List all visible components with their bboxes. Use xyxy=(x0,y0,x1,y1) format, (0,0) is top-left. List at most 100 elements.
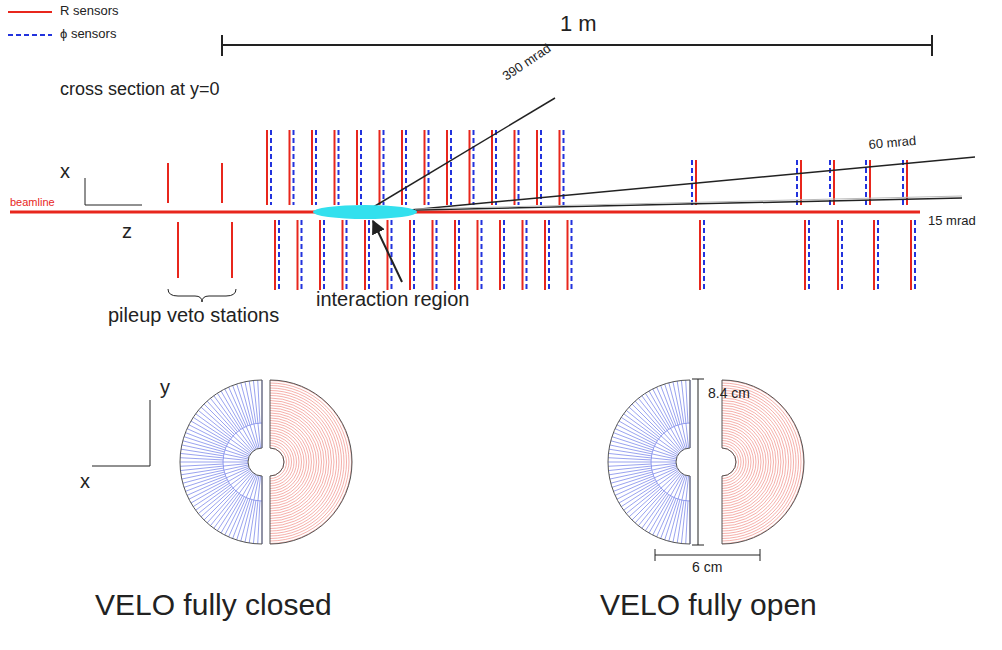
text-label: beamline xyxy=(10,196,55,208)
phi-sensor xyxy=(360,130,362,205)
r-sensor xyxy=(514,130,516,205)
phi-sensor xyxy=(540,130,542,205)
phi-sensor xyxy=(877,220,879,290)
legend-sample xyxy=(8,34,52,36)
interaction-region xyxy=(313,205,417,219)
phi-sensor xyxy=(450,130,452,205)
r-sensor xyxy=(311,130,313,205)
legend-text: R sensors xyxy=(60,4,119,18)
r-sensor xyxy=(567,220,569,290)
phi-sensor xyxy=(703,220,705,290)
phi-sensor xyxy=(481,220,483,290)
r-sensor xyxy=(379,130,381,205)
phi-sensor xyxy=(391,220,393,290)
phi-sensor xyxy=(405,130,407,205)
r-sensor xyxy=(446,130,448,205)
r-sensor xyxy=(800,160,802,205)
r-sensor xyxy=(544,220,546,290)
r-sensor xyxy=(319,220,321,290)
r-sensor-half xyxy=(270,380,352,544)
phi-sensor-half xyxy=(608,380,690,544)
phi-sensor xyxy=(323,220,325,290)
phi-sensor xyxy=(503,220,505,290)
r-sensor xyxy=(274,220,276,290)
dimension-lines xyxy=(655,379,760,561)
phi-sensor xyxy=(473,130,475,205)
phi-sensor xyxy=(315,130,317,205)
r-sensor xyxy=(559,130,561,205)
r-sensor xyxy=(266,130,268,205)
phi-sensor xyxy=(548,220,550,290)
r-sensor xyxy=(401,130,403,205)
r-sensor xyxy=(477,220,479,290)
velo-modules xyxy=(180,380,804,544)
phi-sensor xyxy=(563,130,565,205)
r-sensor xyxy=(522,220,524,290)
r-sensor xyxy=(334,130,336,205)
r-sensor xyxy=(364,220,366,290)
text-label: 8.4 cm xyxy=(708,386,750,401)
phi-sensor xyxy=(428,130,430,205)
phi-sensor xyxy=(346,220,348,290)
phi-sensor xyxy=(338,130,340,205)
phi-sensor xyxy=(914,220,916,290)
phi-sensor xyxy=(808,220,810,290)
phi-sensor xyxy=(436,220,438,290)
phi-sensor xyxy=(796,160,798,205)
r-sensor xyxy=(804,220,806,290)
phi-sensor xyxy=(829,160,831,205)
r-sensor xyxy=(536,130,538,205)
phi-sensor-half xyxy=(180,380,262,544)
phi-sensor xyxy=(841,220,843,290)
r-sensor xyxy=(833,160,835,205)
beamline xyxy=(10,211,920,214)
text-label: 15 mrad xyxy=(928,214,976,228)
text-label: 390 mrad xyxy=(500,41,554,84)
r-sensor xyxy=(499,220,501,290)
r-sensor xyxy=(231,222,233,278)
text-label: 60 mrad xyxy=(868,134,917,152)
phi-sensor xyxy=(293,130,295,205)
phi-sensor xyxy=(278,220,280,290)
legend-text: ϕ sensors xyxy=(60,27,116,41)
text-label: z xyxy=(122,220,132,242)
bracket xyxy=(168,289,236,302)
r-sensor xyxy=(356,130,358,205)
phi-sensor xyxy=(495,130,497,205)
phi-sensor xyxy=(383,130,385,205)
r-sensor xyxy=(432,220,434,290)
phi-sensor xyxy=(526,220,528,290)
legend-sample xyxy=(8,11,52,13)
sensor-stations xyxy=(168,130,915,290)
text-label: pileup veto stations xyxy=(108,304,279,326)
phi-sensor xyxy=(368,220,370,290)
r-sensor xyxy=(837,220,839,290)
text-label: x xyxy=(60,160,70,182)
r-sensor xyxy=(289,130,291,205)
r-sensor xyxy=(342,220,344,290)
phi-sensor xyxy=(301,220,303,290)
scale-bar xyxy=(222,35,932,56)
phi-sensor xyxy=(270,130,272,205)
text-label: y xyxy=(160,376,170,398)
r-sensor xyxy=(424,130,426,205)
r-sensor xyxy=(409,220,411,290)
text-label: 6 cm xyxy=(692,560,722,575)
axes xyxy=(85,178,142,205)
leader-arrow xyxy=(373,221,402,282)
phi-sensor xyxy=(413,220,415,290)
r-sensor xyxy=(910,220,912,290)
phi-sensor xyxy=(518,130,520,205)
r-sensor-half xyxy=(722,380,804,544)
text-label: 1 m xyxy=(560,12,597,36)
r-sensor xyxy=(297,220,299,290)
text-label: interaction region xyxy=(316,288,469,310)
r-sensor xyxy=(221,163,223,203)
text-label: cross section at y=0 xyxy=(60,80,220,100)
r-sensor xyxy=(454,220,456,290)
r-sensor xyxy=(699,220,701,290)
r-sensor xyxy=(167,163,169,203)
r-sensor xyxy=(906,160,908,205)
acceptance-lines xyxy=(365,98,975,212)
phi-sensor xyxy=(902,160,904,205)
